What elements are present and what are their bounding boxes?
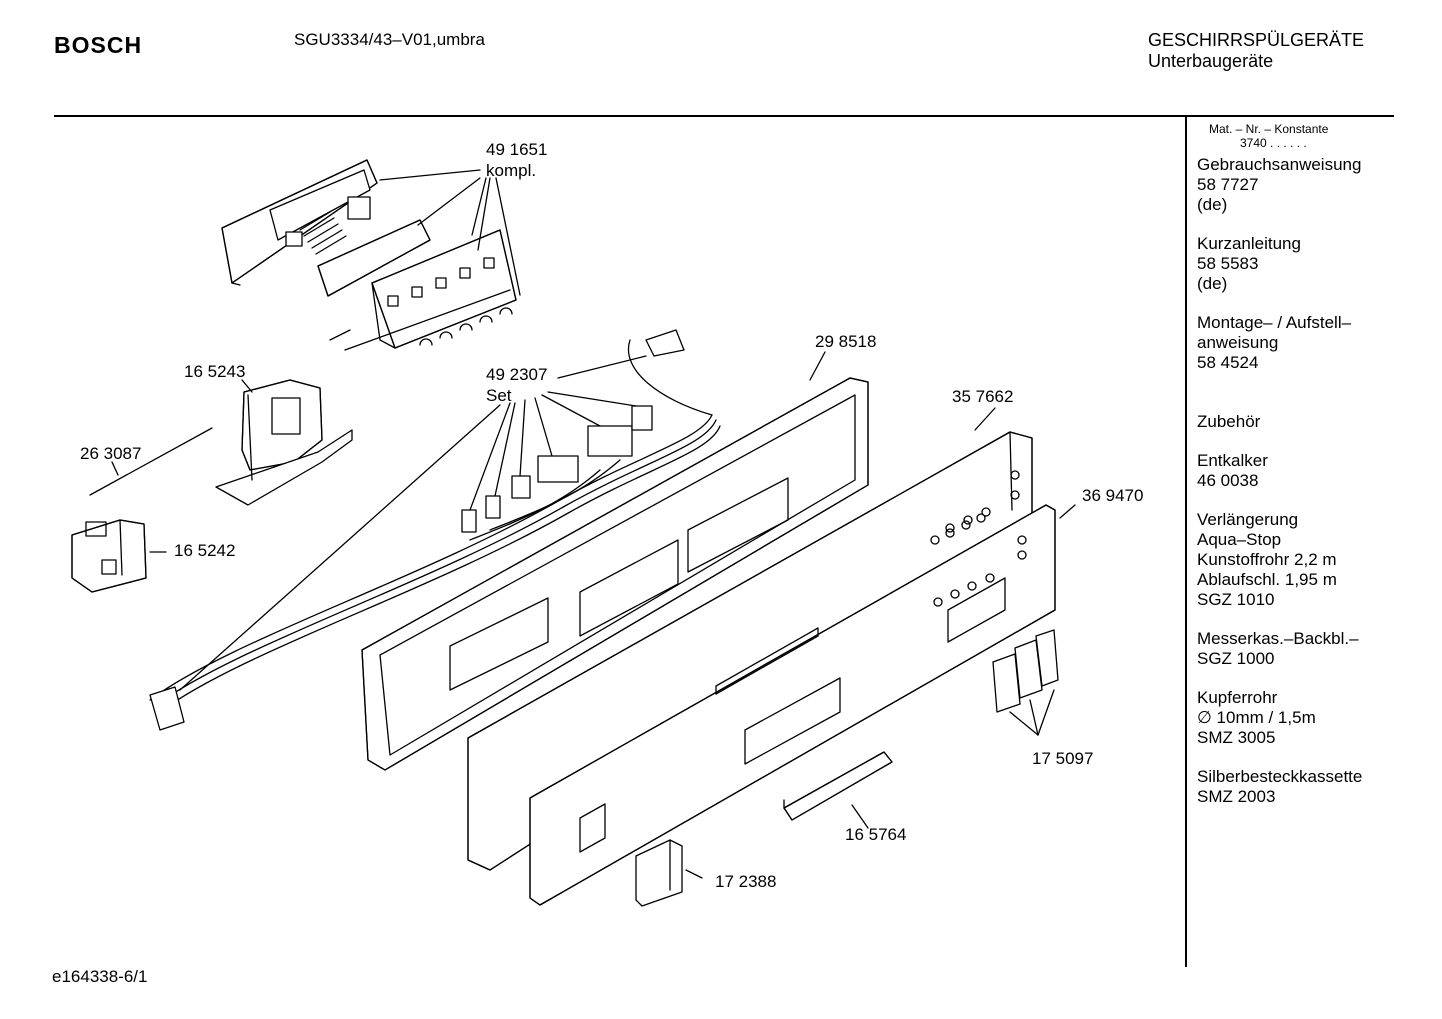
frame-298518-drawing [361, 377, 869, 771]
sidebar-line: Silberbesteckkassette [1197, 767, 1363, 786]
exploded-parts-diagram: 49 1651 kompl. 16 5243 26 3087 16 5242 4… [71, 140, 1143, 907]
label-172388: 17 2388 [715, 872, 776, 891]
category-subtitle: Unterbaugeräte [1148, 51, 1274, 71]
label-263087: 26 3087 [80, 444, 141, 463]
leader-165764 [851, 804, 869, 829]
label-165242: 16 5242 [174, 541, 235, 560]
header-divider [54, 115, 1394, 117]
document-id: e164338-6/1 [52, 967, 148, 986]
sidebar-line: Verlängerung [1197, 510, 1299, 529]
label-165243: 16 5243 [184, 362, 245, 381]
label-492307: 49 2307 [486, 365, 547, 384]
sidebar-line: Montage– / Aufstell– [1197, 313, 1352, 332]
door-switch-165242-drawing [71, 519, 147, 593]
sidebar-section-accessories: Zubehör [1197, 412, 1392, 432]
sidebar-line: Kupferrohr [1197, 688, 1278, 707]
sidebar-section-copper: Kupferrohr ∅ 10mm / 1,5m SMZ 3005 [1197, 688, 1392, 748]
sidebar-line: (de) [1197, 195, 1228, 214]
label-175097: 17 5097 [1032, 749, 1093, 768]
sidebar-section-quickguide: Kurzanleitung 58 5583 (de) [1197, 234, 1392, 294]
buttons-175097-drawing [992, 629, 1059, 713]
sidebar-line: Kunstoffrohr 2,2 m [1197, 550, 1337, 569]
label-491651: 49 1651 [486, 140, 547, 159]
label-491651-note: kompl. [486, 161, 536, 180]
leader-492307 [179, 355, 647, 691]
leader-263087 [111, 461, 119, 476]
fascia-369470-drawing [529, 504, 1056, 906]
sidebar-line: Kurzanleitung [1197, 234, 1301, 253]
sidebar-line: 46 0038 [1197, 471, 1259, 490]
sidebar-line: 58 5583 [1197, 254, 1259, 273]
rod-263087-drawing [89, 427, 213, 496]
sidebar-section-extension: Verlängerung Aqua–Stop Kunstoffrohr 2,2 … [1197, 510, 1392, 610]
cable-set-drawing [149, 329, 721, 731]
constant-value: 3740 . . . . . . [1240, 136, 1307, 150]
category-title: GESCHIRRSPÜLGERÄTE [1148, 30, 1365, 50]
sidebar-line: Entkalker [1197, 451, 1268, 470]
strip-165764-drawing [783, 751, 893, 821]
constant-label: Mat. – Nr. – Konstante [1209, 122, 1329, 136]
sidebar-line: SGZ 1000 [1197, 649, 1275, 668]
sidebar-line: SMZ 3005 [1197, 728, 1276, 747]
sidebar-section-cutlery: Messerkas.–Backbl.– SGZ 1000 [1197, 629, 1392, 669]
sidebar-line: SMZ 2003 [1197, 787, 1276, 806]
sidebar-section-silver: Silberbesteckkassette SMZ 2003 [1197, 767, 1392, 807]
label-298518: 29 8518 [815, 332, 876, 351]
leader-175097 [1009, 689, 1055, 736]
sidebar-section-manual: Gebrauchsanweisung 58 7727 (de) [1197, 155, 1392, 215]
brand-logo: BOSCH [54, 32, 143, 58]
leader-369470 [1059, 504, 1076, 519]
switch-165243-drawing [215, 379, 353, 506]
sidebar-line: 58 4524 [1197, 353, 1259, 372]
sidebar-line: Gebrauchsanweisung [1197, 155, 1362, 174]
sidebar-line: ∅ 10mm / 1,5m [1197, 708, 1316, 727]
knob-172388-drawing [635, 839, 683, 907]
sidebar-line: 58 7727 [1197, 175, 1259, 194]
leader-357662 [974, 407, 996, 431]
sidebar-divider [1185, 117, 1187, 967]
electronic-module-drawing [221, 159, 517, 351]
label-357662: 35 7662 [952, 387, 1013, 406]
sidebar-line: Aqua–Stop [1197, 530, 1282, 549]
label-165764: 16 5764 [845, 825, 906, 844]
sidebar-section-descaler: Entkalker 46 0038 [1197, 451, 1392, 491]
sidebar-line: Messerkas.–Backbl.– [1197, 629, 1359, 648]
model-number: SGU3334/43–V01,umbra [294, 30, 485, 49]
sidebar-line: anweisung [1197, 333, 1279, 352]
sidebar-line: (de) [1197, 274, 1228, 293]
leader-172388 [685, 869, 703, 879]
label-492307-note: Set [486, 386, 512, 405]
sidebar-line: Zubehör [1197, 412, 1261, 431]
leader-298518 [809, 351, 826, 381]
category: GESCHIRRSPÜLGERÄTE Unterbaugeräte [1148, 30, 1364, 72]
sidebar-section-installation: Montage– / Aufstell– anweisung 58 4524 [1197, 313, 1392, 373]
leader-165243 [241, 379, 253, 393]
sidebar-line: Ablaufschl. 1,95 m [1197, 570, 1337, 589]
accessories-sidebar: Mat. – Nr. – Konstante 3740 . . . . . . … [1197, 122, 1392, 826]
leader-491651 [379, 169, 521, 296]
sidebar-line: SGZ 1010 [1197, 590, 1275, 609]
label-369470: 36 9470 [1082, 486, 1143, 505]
